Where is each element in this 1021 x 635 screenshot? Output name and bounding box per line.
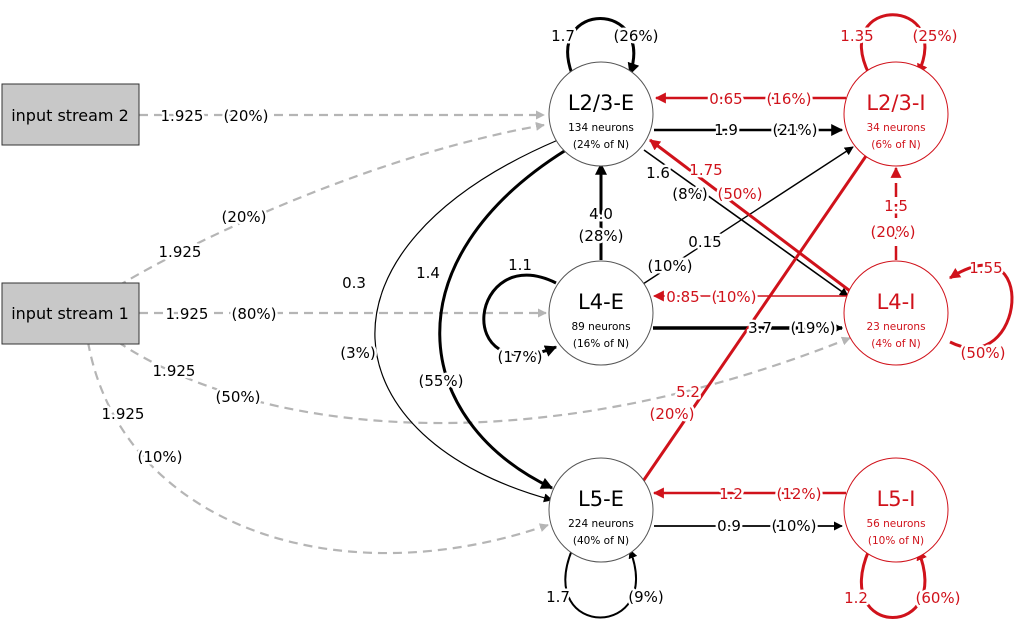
label-l23e-l23i-weight: 1.9 [714, 121, 738, 139]
node-l4i-neurons: 23 neurons [866, 321, 925, 333]
edge-l23e-l5e-thin [374, 139, 559, 503]
node-l5i-neurons: 56 neurons [866, 518, 925, 530]
label-l23e-l4i-weight: 1.6 [646, 164, 670, 182]
edge-l5e-self [564, 549, 638, 619]
label-l4e-l4i-prob: (19%) [790, 319, 835, 337]
label-l4e-self-weight: 1.1 [508, 256, 532, 274]
node-l5e-neurons: 224 neurons [568, 518, 634, 530]
edge-l4i-l23e [649, 138, 855, 296]
node-l4e-title: L4-E [578, 290, 624, 314]
node-l5i: L5-I 56 neurons (10% of N) [843, 457, 949, 563]
label-l23e-l5e-thin-prob: (3%) [340, 344, 376, 362]
edge-in1-l23e [117, 121, 545, 287]
node-l23e-share: (24% of N) [573, 139, 629, 151]
label-l23e-self-prob: (26%) [613, 27, 658, 45]
node-l5i-share: (10% of N) [868, 535, 924, 547]
input-stream-1-label: input stream 1 [11, 304, 129, 323]
label-l4i-l23i-prob: (20%) [870, 223, 915, 241]
edge-l23e-l5e-thick [438, 148, 567, 490]
label-l5e-l5i-weight: 0.9 [717, 517, 741, 535]
node-l4i-share: (4% of N) [871, 338, 921, 350]
label-l23e-l5e-thick-weight: 1.4 [416, 264, 440, 282]
label-l5e-self-prob: (9%) [628, 588, 664, 606]
label-l4i-l23e-weight: 1.75 [689, 161, 722, 179]
label-l4i-l23e-prob: (50%) [717, 185, 762, 203]
node-l5e-share: (40% of N) [573, 535, 629, 547]
label-l23i-self-prob: (25%) [912, 27, 957, 45]
label-l23e-l5e-thick-prob: (55%) [418, 372, 463, 390]
label-l4i-l4e-weight: 0.85 [666, 288, 699, 306]
node-l5e: L5-E 224 neurons (40% of N) [548, 457, 654, 563]
label-l5i-self-prob: (60%) [915, 589, 960, 607]
label-l4i-l23i-weight: 1.5 [884, 197, 908, 215]
label-l23i-self-weight: 1.35 [840, 27, 873, 45]
node-l5i-title: L5-I [877, 487, 916, 511]
node-l23e-title: L2/3-E [568, 91, 634, 115]
node-l4e: L4-E 89 neurons (16% of N) [548, 260, 654, 366]
edge-l23i-l5e [635, 155, 868, 491]
label-l23e-l5e-thin-weight: 0.3 [342, 274, 366, 292]
label-l5i-l5e-prob: (12%) [776, 485, 821, 503]
label-l4e-l23e-weight: 4.0 [589, 205, 613, 223]
label-l4i-self-weight: 1.55 [969, 259, 1002, 277]
label-l23i-l5e-weight: 5.2 [676, 383, 700, 401]
edge-l23e-l4i [643, 149, 849, 297]
node-l4e-share: (16% of N) [573, 338, 629, 350]
label-l4i-self-prob: (50%) [960, 344, 1005, 362]
edge-in1-l4i [117, 336, 851, 425]
node-l23e: L2/3-E 134 neurons (24% of N) [548, 61, 654, 167]
label-l4i-l4e-prob: (10%) [711, 288, 756, 306]
label-in1-l5e-weight: 1.925 [102, 405, 145, 423]
node-l5e-title: L5-E [578, 487, 624, 511]
input-stream-2-box: input stream 2 [1, 83, 140, 146]
node-l23i-title: L2/3-I [866, 91, 925, 115]
input-stream-2-label: input stream 2 [11, 106, 129, 125]
edge-l23e-self [566, 17, 640, 76]
label-l5e-l5i-prob: (10%) [771, 517, 816, 535]
label-l5i-self-weight: 1.2 [844, 589, 868, 607]
label-l4e-l23i-prob: (10%) [647, 257, 692, 275]
label-in1-l4e-weight: 1.925 [166, 305, 209, 323]
node-l4i: L4-I 23 neurons (4% of N) [843, 260, 949, 366]
node-l4e-neurons: 89 neurons [571, 321, 630, 333]
label-in2-l23e-weight: 1.925 [161, 107, 204, 125]
label-in1-l23e-prob: (20%) [221, 208, 266, 226]
label-in1-l4i-prob: (50%) [215, 388, 260, 406]
edge-in1-l5e [86, 341, 549, 555]
label-l23e-self-weight: 1.7 [551, 27, 575, 45]
label-l23e-l4i-prob: (8%) [672, 185, 708, 203]
label-l4e-l4i-weight: 3.7 [748, 319, 772, 337]
label-l5e-self-weight: 1.7 [546, 588, 570, 606]
node-l23i-neurons: 34 neurons [866, 122, 925, 134]
label-in1-l4i-weight: 1.925 [153, 362, 196, 380]
node-l23e-neurons: 134 neurons [568, 122, 634, 134]
label-in1-l4e-prob: (80%) [231, 305, 276, 323]
edge-l4e-self [482, 273, 558, 357]
edge-l4i-self [949, 263, 1014, 350]
label-in1-l23e-weight: 1.925 [159, 243, 202, 261]
label-l5i-l5e-weight: 1.2 [719, 485, 743, 503]
node-l4i-title: L4-I [877, 290, 916, 314]
label-l4e-l23e-prob: (28%) [578, 227, 623, 245]
label-l4e-self-prob: (17%) [497, 348, 542, 366]
label-l23i-l23e-prob: (16%) [766, 90, 811, 108]
edge-l23i-self [860, 13, 928, 75]
label-in1-l5e-prob: (10%) [137, 448, 182, 466]
label-l23i-l5e-prob: (20%) [649, 405, 694, 423]
edge-l5i-self [860, 548, 927, 619]
label-l4e-l23i-weight: 0.15 [688, 233, 721, 251]
node-l23i: L2/3-I 34 neurons (6% of N) [843, 61, 949, 167]
input-stream-1-box: input stream 1 [1, 282, 140, 345]
label-l23i-l23e-weight: 0.65 [709, 90, 742, 108]
node-l23i-share: (6% of N) [871, 139, 921, 151]
label-in2-l23e-prob: (20%) [223, 107, 268, 125]
label-l23e-l23i-prob: (21%) [772, 121, 817, 139]
